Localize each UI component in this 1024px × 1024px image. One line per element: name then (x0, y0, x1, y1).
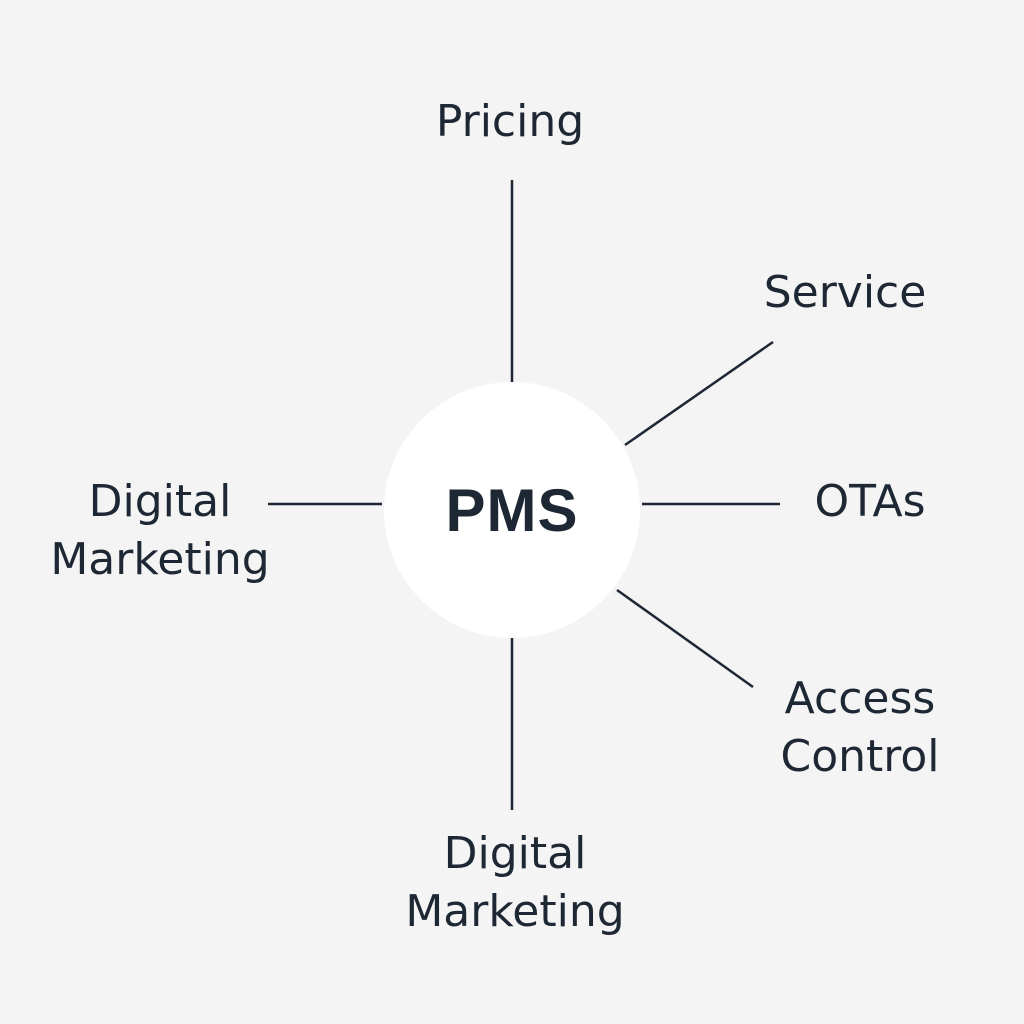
node-service-label: Service (763, 267, 927, 318)
node-digital-marketing-bottom-label-line1: Digital (443, 828, 587, 879)
node-access-control: Access Control (750, 670, 970, 786)
node-pricing: Pricing (360, 93, 660, 151)
node-digital-marketing-bottom: Digital Marketing (370, 825, 660, 941)
hub-label: PMS (445, 476, 579, 544)
node-digital-marketing-left: Digital Marketing (20, 473, 300, 589)
node-pricing-label: Pricing (435, 96, 585, 147)
node-digital-marketing-bottom-label-line2: Marketing (405, 886, 625, 937)
node-digital-marketing-left-label-line1: Digital (88, 476, 232, 527)
hub-circle: PMS (384, 382, 640, 638)
node-otas: OTAs (770, 473, 970, 531)
node-access-control-label-line2: Control (780, 731, 940, 782)
node-otas-label: OTAs (814, 476, 926, 527)
node-access-control-label-line1: Access (784, 673, 936, 724)
node-service: Service (720, 264, 970, 322)
connector-access-control (616, 588, 754, 689)
node-digital-marketing-left-label-line2: Marketing (50, 534, 270, 585)
connector-service (624, 340, 774, 447)
